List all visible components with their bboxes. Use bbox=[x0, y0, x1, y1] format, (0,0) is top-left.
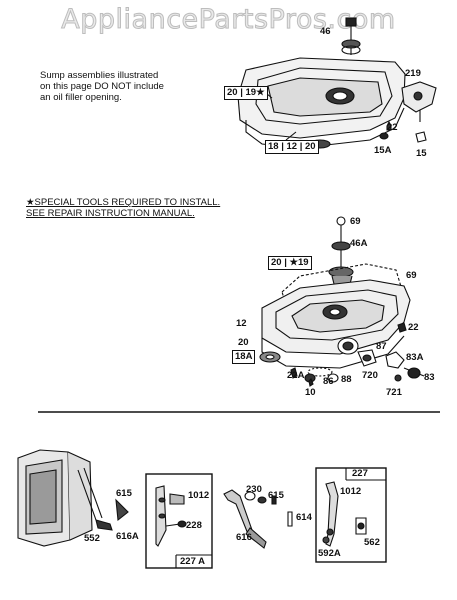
top-crankshaft-gear bbox=[341, 17, 361, 55]
part-label-46: 46 bbox=[320, 26, 331, 37]
part-label-83A: 83A bbox=[406, 352, 424, 363]
sump-note: Sump assemblies illustrated on this page… bbox=[40, 70, 164, 103]
part-label-88: 88 bbox=[341, 374, 352, 385]
bottom-lever-616 bbox=[223, 489, 293, 549]
part-label-87: 87 bbox=[376, 341, 387, 352]
part-label-46A: 46A bbox=[350, 238, 368, 249]
part-label-592A: 592A bbox=[318, 548, 341, 559]
part-label-12: 12 bbox=[236, 318, 247, 329]
part-label-721: 721 bbox=[386, 387, 402, 398]
part-label-1012-left: 1012 bbox=[188, 490, 210, 501]
part-label-614: 614 bbox=[296, 512, 312, 523]
part-label-20: 20 bbox=[238, 337, 249, 348]
part-label-562: 562 bbox=[364, 537, 380, 548]
sump-note-line-2: on this page DO NOT include bbox=[40, 81, 164, 92]
part-label-720: 720 bbox=[362, 370, 378, 381]
middle-sump-body bbox=[261, 279, 411, 369]
part-label-227A: 227 A bbox=[180, 556, 205, 567]
part-label-69-side: 69 bbox=[406, 270, 417, 281]
part-label-22: 22 bbox=[387, 122, 398, 133]
part-label-1012-right: 1012 bbox=[340, 486, 362, 497]
top-small-parts bbox=[379, 120, 427, 143]
part-label-22-mid: 22 bbox=[408, 322, 419, 333]
sump-note-line-3: an oil filler opening. bbox=[40, 92, 122, 103]
part-label-219: 219 bbox=[405, 68, 421, 79]
bottom-engine-block bbox=[17, 449, 129, 547]
part-box-18-12-20: 18 | 12 | 20 bbox=[265, 140, 319, 154]
part-label-230: 230 bbox=[246, 484, 262, 495]
part-box-18A: 18A bbox=[232, 350, 256, 364]
special-tools-note: ★SPECIAL TOOLS REQUIRED TO INSTALL. SEE … bbox=[26, 197, 220, 219]
part-label-616A: 616A bbox=[116, 531, 139, 542]
special-tools-line-2: SEE REPAIR INSTRUCTION MANUAL. bbox=[26, 208, 195, 219]
bottom-box-227A bbox=[145, 473, 213, 569]
part-label-83: 83 bbox=[424, 372, 435, 383]
part-label-86: 86 bbox=[323, 376, 334, 387]
part-label-616: 616 bbox=[236, 532, 252, 543]
part-label-10: 10 bbox=[305, 387, 316, 398]
part-label-15: 15 bbox=[416, 148, 427, 159]
bottom-box-227 bbox=[315, 467, 387, 563]
part-label-69-top: 69 bbox=[350, 216, 361, 227]
part-label-227: 227 bbox=[352, 468, 368, 479]
watermark: AppliancePartsPros.com bbox=[61, 4, 396, 36]
part-label-615-left: 615 bbox=[116, 488, 132, 499]
special-tools-line-1: ★SPECIAL TOOLS REQUIRED TO INSTALL. bbox=[26, 197, 221, 208]
part-label-15A: 15A bbox=[374, 145, 392, 156]
part-label-228: 228 bbox=[186, 520, 202, 531]
part-label-552: 552 bbox=[84, 533, 100, 544]
part-label-615-mid: 615 bbox=[268, 490, 284, 501]
middle-small-parts bbox=[259, 322, 425, 387]
top-governor-bracket bbox=[401, 81, 437, 122]
part-box-20-19-mid: 20 | ★19 bbox=[268, 256, 312, 270]
part-label-22A: 22A bbox=[287, 370, 305, 381]
sump-note-line-1: Sump assemblies illustrated bbox=[40, 70, 159, 81]
part-box-20-19: 20 | 19★ bbox=[224, 86, 268, 100]
